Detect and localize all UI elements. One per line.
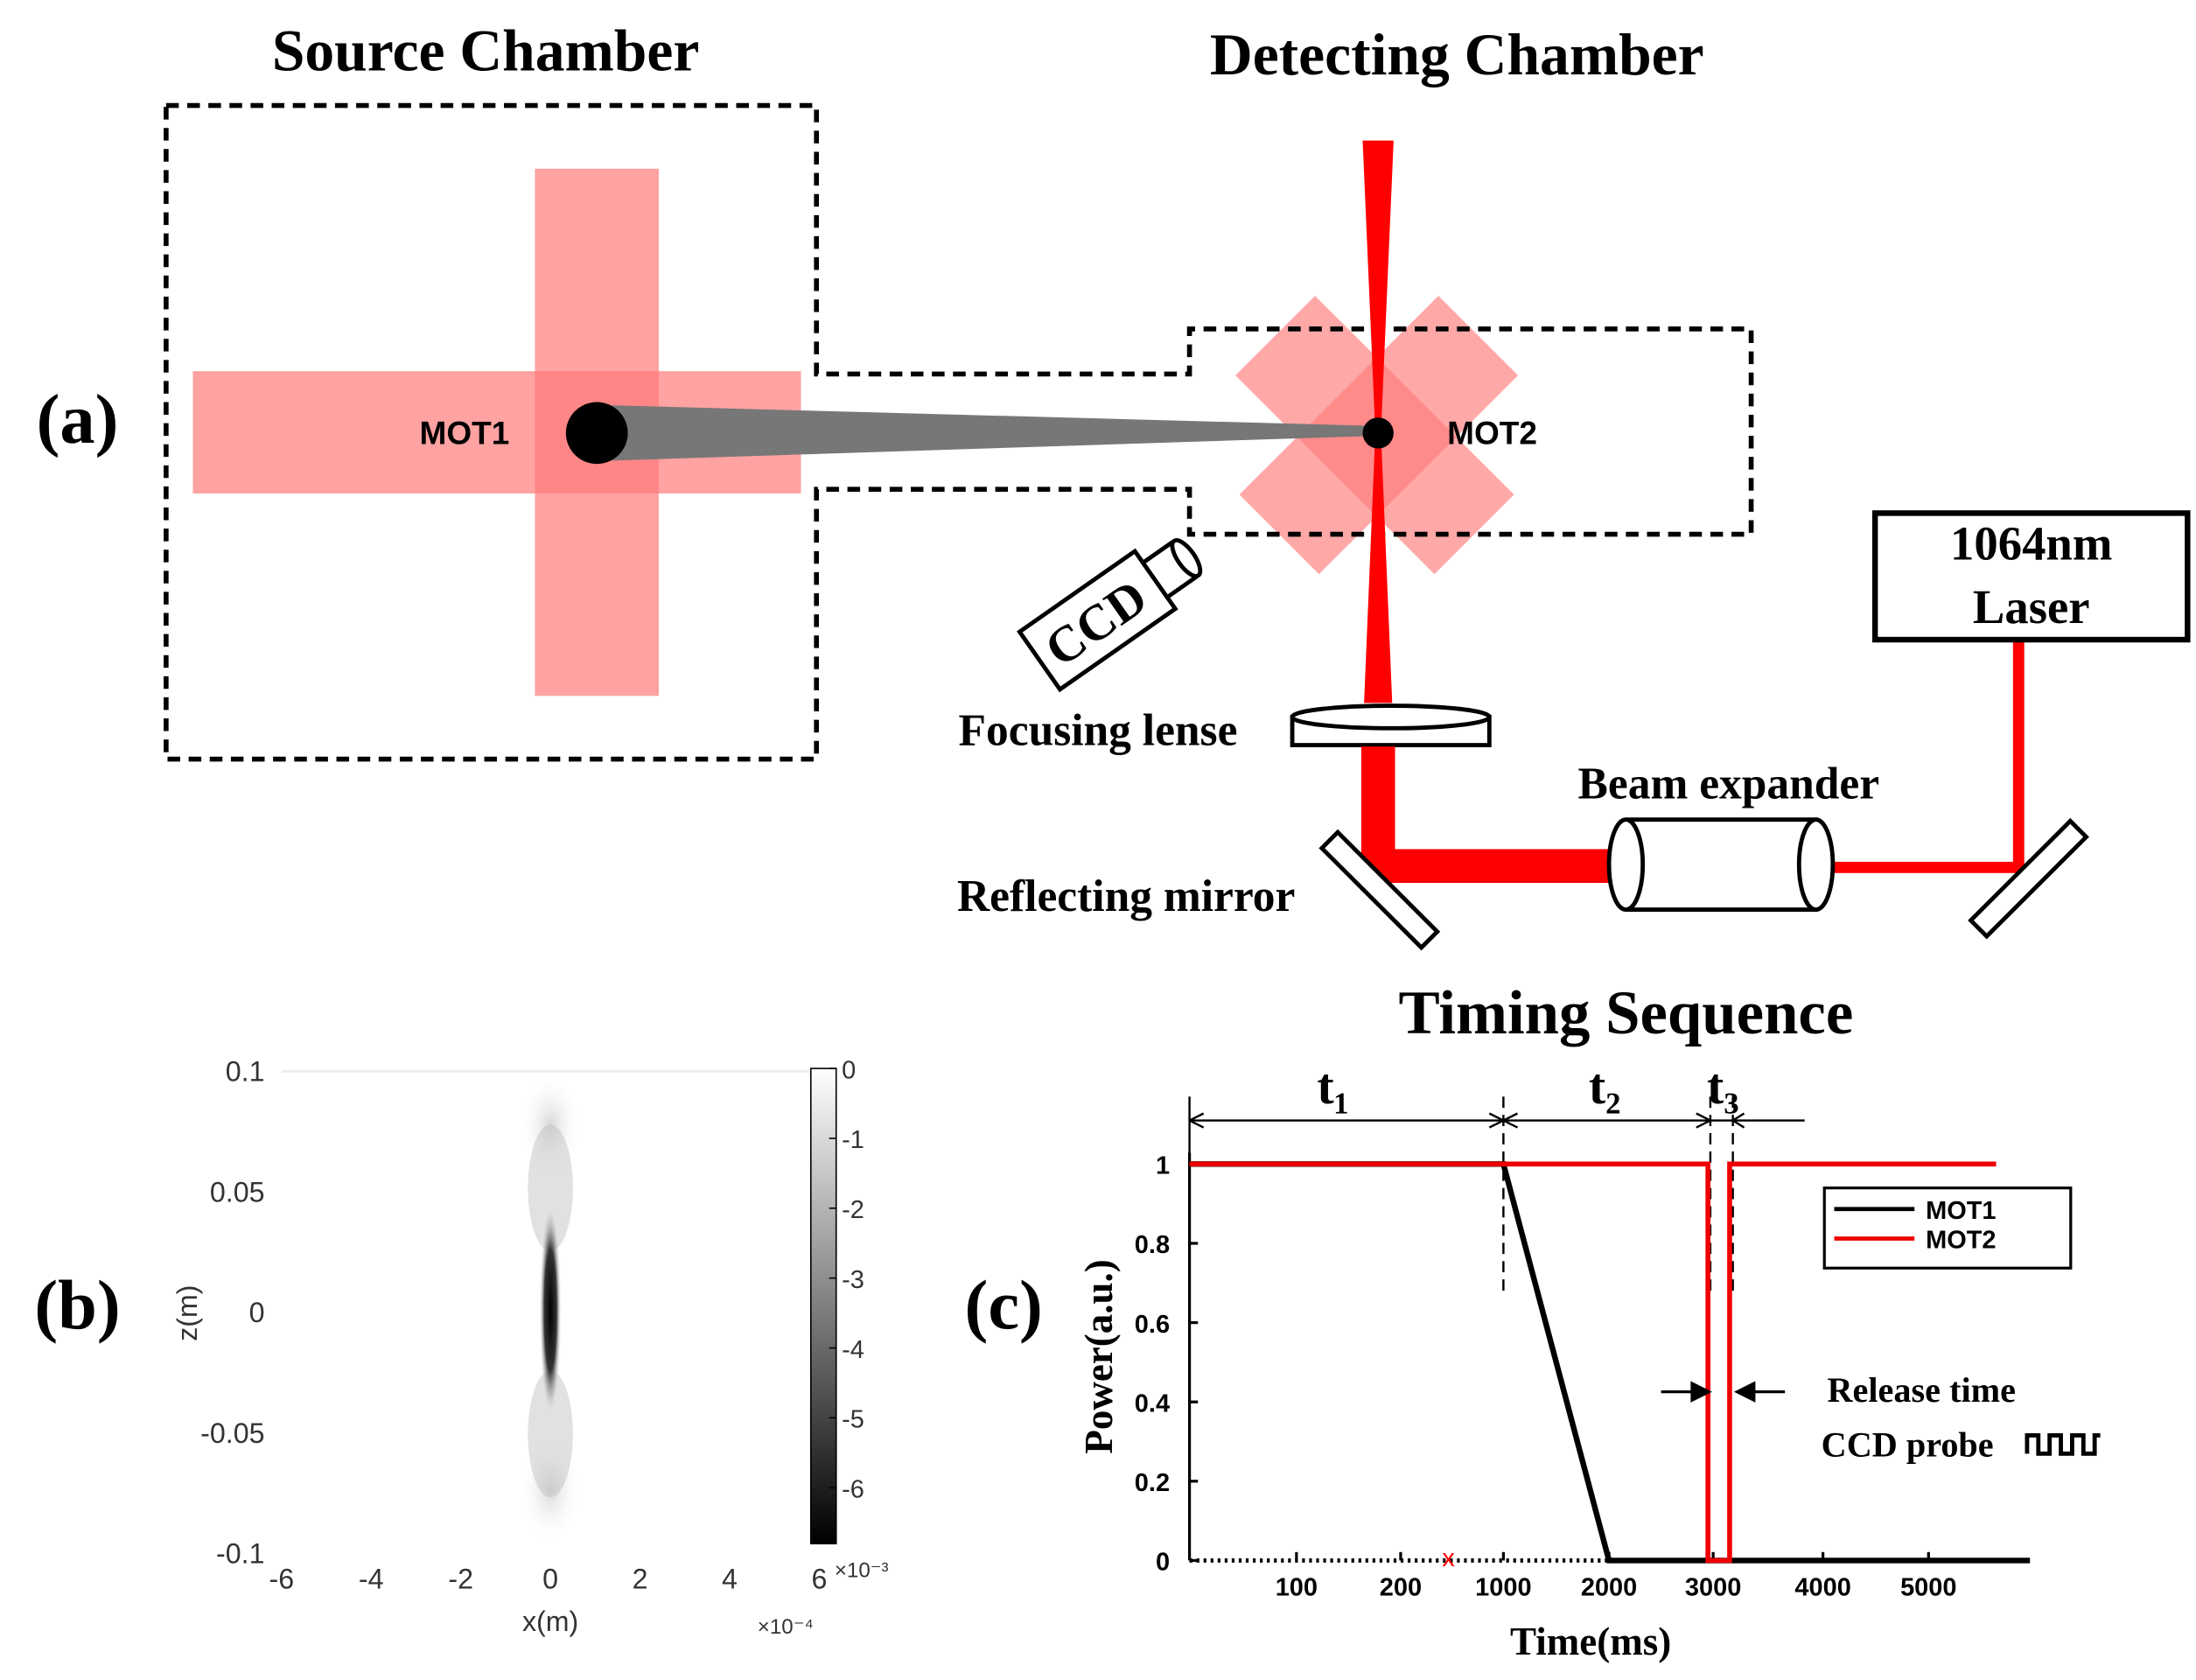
atomic-beam [597, 404, 1377, 461]
timing-x-tick-label: 2000 [1581, 1574, 1637, 1602]
heatmap-lobe-bottom [519, 1437, 582, 1544]
timing-y-tick-label: 0 [1156, 1549, 1170, 1577]
heatmap-z-tick-label: 0.05 [210, 1176, 265, 1208]
focusing-lens [1290, 704, 1492, 747]
heatmap-tail-top [528, 1124, 573, 1251]
colorbar-tick-label: -4 [842, 1336, 864, 1364]
heatmap-x-tick-label: -2 [448, 1564, 473, 1595]
laser-label-line1: 1064nm [1950, 516, 2112, 570]
heatmap-z-tick-label: 0.1 [226, 1056, 265, 1088]
ccd-camera: CCD [1017, 538, 1203, 693]
release-time-label: Release time [1828, 1370, 2016, 1410]
source-chamber-title: Source Chamber [272, 18, 700, 83]
reflecting-mirror-label: Reflecting mirror [957, 872, 1295, 921]
ccd-probe-pulse-icon [2025, 1433, 2101, 1456]
heatmap-x-tick-label: -4 [359, 1564, 384, 1595]
panel-b: (b) -6 -4 -2 0 2 4 6 0.1 0.05 0 -0.05 -0.1 x(m) z(… [34, 1056, 888, 1639]
panel-b-label: (b) [34, 1266, 120, 1344]
detecting-chamber-title: Detecting Chamber [1210, 22, 1704, 88]
timing-x-axis-label: Time(ms) [1510, 1620, 1671, 1663]
timing-title: Timing Sequence [1398, 979, 1853, 1047]
heatmap-z-tick-label: -0.05 [200, 1418, 264, 1449]
timing-y-tick-label: 0.6 [1135, 1311, 1170, 1339]
colorbar [809, 1068, 837, 1544]
colorbar-tick-label: -2 [842, 1196, 864, 1224]
colorbar-tick-label: -6 [842, 1476, 864, 1504]
interval-arrows [1188, 1096, 1805, 1291]
heatmap-x-tick-label: 0 [542, 1564, 558, 1595]
laser-label-line2: Laser [1973, 580, 2090, 634]
beam-expander-label: Beam expander [1578, 760, 1880, 809]
mot1-label: MOT1 [420, 416, 510, 452]
mot2-cloud [1362, 417, 1394, 449]
timing-x-tick-label: 3000 [1685, 1574, 1741, 1602]
heatmap-x-axis-label: x(m) [522, 1606, 578, 1637]
heatmap-core [539, 1200, 562, 1420]
laser-beam-horizontal [1827, 861, 2025, 873]
heatmap-x-tick-label: -6 [269, 1564, 294, 1595]
ccd-probe-label: CCD probe [1822, 1425, 1994, 1465]
interval-label-t3: t₃ [1707, 1058, 1739, 1115]
colorbar-tick-label: -3 [842, 1266, 864, 1294]
timing-y-tick-label: 1 [1156, 1152, 1170, 1180]
reflecting-mirror-left [1318, 829, 1441, 951]
legend-mot1-label: MOT1 [1926, 1197, 1996, 1225]
panel-a: (a) Source Chamber Detecting Chamber MOT… [37, 18, 2191, 951]
heatmap-image [519, 1071, 582, 1544]
timing-y-tick-label: 0.4 [1135, 1390, 1170, 1418]
timing-y-tick-label: 0.2 [1135, 1469, 1170, 1497]
timing-x-tick-label: 200 [1380, 1574, 1422, 1602]
heatmap-x-tick-label: 6 [811, 1564, 827, 1595]
heatmap-x-tick-label: 4 [722, 1564, 738, 1595]
mot2-label: MOT2 [1447, 416, 1537, 452]
colorbar-tick-label: 0 [842, 1056, 856, 1084]
timing-legend: MOT1 MOT2 [1822, 1186, 2073, 1270]
timing-series [1189, 1161, 2031, 1564]
timing-x-tick-label: 1000 [1475, 1574, 1531, 1602]
timing-y-axis-label: Power(a.u.) [1077, 1259, 1121, 1453]
colorbar-exponent: ×10⁻³ [835, 1559, 889, 1583]
axis-break-marker: x [1442, 1544, 1455, 1572]
timing-x-tick-label: 100 [1276, 1574, 1318, 1602]
heatmap-lobe-top [519, 1071, 582, 1179]
focusing-lens-label: Focusing lense [959, 706, 1238, 756]
interval-label-t1: t₁ [1317, 1058, 1349, 1115]
panel-c-label: (c) [965, 1266, 1043, 1344]
colorbar-ticks: 0 -1 -2 -3 -4 -5 -6 [829, 1056, 864, 1504]
timing-axes [1187, 1152, 2031, 1563]
mot1-cloud [565, 402, 628, 465]
expanded-beam-horizontal [1360, 849, 1612, 884]
timing-x-ticks: 100 200 1000 2000 3000 4000 5000 [1276, 1551, 1957, 1602]
reflecting-mirror-right [1968, 817, 2089, 940]
legend-mot2-label: MOT2 [1926, 1227, 1996, 1255]
heatmap-z-tick-label: 0 [249, 1297, 265, 1328]
laser-beam-vertical [2012, 640, 2025, 868]
panel-c: (c) Timing Sequence t₁ t₂ t₃ 00.20.40.60… [965, 979, 2101, 1663]
timing-x-tick-label: 5000 [1900, 1574, 1956, 1602]
interval-label-t2: t₂ [1589, 1058, 1621, 1115]
timing-y-tick-label: 0.8 [1135, 1231, 1170, 1259]
heatmap-z-axis-label: z(m) [171, 1285, 203, 1341]
heatmap-tail-bottom [528, 1370, 573, 1498]
heatmap-z-tick-label: -0.1 [216, 1538, 264, 1570]
colorbar-tick-label: -1 [842, 1126, 864, 1154]
colorbar-tick-label: -5 [842, 1406, 864, 1434]
heatmap-z-ticks: 0.1 0.05 0 -0.05 -0.1 [200, 1056, 264, 1570]
series-line-mot2 [1189, 1161, 1997, 1564]
laser-source: 1064nm Laser [1871, 510, 2191, 643]
heatmap-x-tick-label: 2 [633, 1564, 648, 1595]
heatmap-x-exponent: ×10⁻⁴ [758, 1615, 814, 1639]
panel-a-label: (a) [37, 381, 119, 458]
beam-expander [1606, 817, 1836, 912]
vacuum-chamber-outline [164, 102, 1754, 762]
release-time-arrows [1661, 1381, 1786, 1403]
timing-y-ticks: 0 0.2 0.4 0.6 0.8 1 [1135, 1152, 1199, 1577]
heatmap-x-ticks: -6 -4 -2 0 2 4 6 [269, 1564, 827, 1595]
timing-x-tick-label: 4000 [1794, 1574, 1850, 1602]
